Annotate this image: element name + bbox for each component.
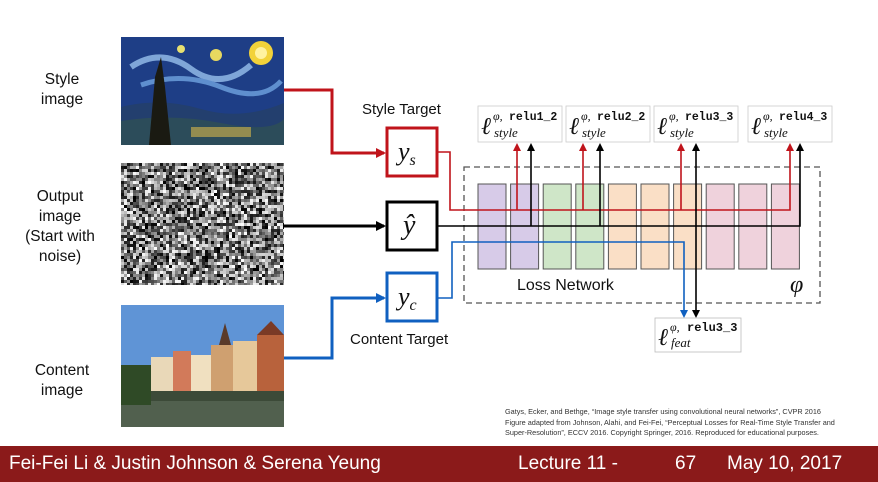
citation-block: Gatys, Ecker, and Bethge, “Image style t…	[505, 407, 835, 437]
svg-text:feat: feat	[671, 335, 691, 350]
svg-text:ℓ: ℓ	[569, 114, 579, 140]
svg-text:relu3_3: relu3_3	[687, 321, 737, 335]
feat-loss-label: ℓ φ, relu3_3 feat	[654, 317, 742, 353]
content-image-label: Content image	[34, 362, 90, 399]
style-image-label: Style image	[40, 71, 84, 108]
style-feature-line	[437, 143, 794, 211]
svg-text:φ,: φ,	[493, 109, 503, 123]
ys-symbol: ys	[395, 137, 416, 169]
loss-network-label: Loss Network	[517, 277, 614, 294]
svg-text:ℓ: ℓ	[657, 114, 667, 140]
svg-text:φ,: φ,	[670, 320, 680, 334]
yhat-symbol: ŷ	[400, 210, 416, 241]
content-target-caption: Content Target	[350, 331, 449, 348]
content-input-arrow	[284, 293, 386, 360]
svg-text:style: style	[670, 125, 694, 140]
svg-text:φ,: φ,	[669, 109, 679, 123]
svg-text:style: style	[582, 125, 606, 140]
output-noise-image	[121, 163, 284, 285]
yc-symbol: yc	[395, 282, 417, 314]
svg-text:relu1_2: relu1_2	[509, 111, 557, 124]
style-target-caption: Style Target	[362, 101, 441, 118]
svg-text:ℓ: ℓ	[658, 325, 668, 351]
style-input-arrow	[284, 88, 386, 158]
footer-bar: Fei-Fei Li & Justin Johnson & Serena Yeu…	[0, 446, 878, 482]
content-feature-line	[437, 241, 688, 318]
svg-text:φ,: φ,	[581, 109, 591, 123]
footer-authors: Fei-Fei Li & Justin Johnson & Serena Yeu…	[9, 453, 381, 474]
svg-text:style: style	[494, 125, 518, 140]
content-image	[121, 305, 284, 427]
phi-symbol: φ	[790, 272, 803, 298]
output-image-label: Output image (Start with noise)	[25, 188, 95, 265]
footer-date: May 10, 2017	[727, 453, 843, 474]
svg-text:φ,: φ,	[763, 109, 773, 123]
style-target-box	[385, 126, 439, 178]
footer-lecture: Lecture 11 -	[518, 453, 618, 474]
svg-text:ℓ: ℓ	[751, 114, 761, 140]
svg-text:relu3_3: relu3_3	[685, 111, 733, 124]
svg-text:ℓ: ℓ	[481, 114, 491, 140]
svg-text:relu4_3: relu4_3	[779, 111, 827, 124]
footer-page-number: 67	[675, 453, 697, 474]
content-target-box	[385, 271, 439, 323]
loss-network-box	[463, 166, 821, 304]
svg-text:relu2_2: relu2_2	[597, 111, 645, 124]
svg-text:style: style	[764, 125, 788, 140]
output-feature-line	[437, 143, 804, 227]
style-image	[121, 37, 284, 145]
